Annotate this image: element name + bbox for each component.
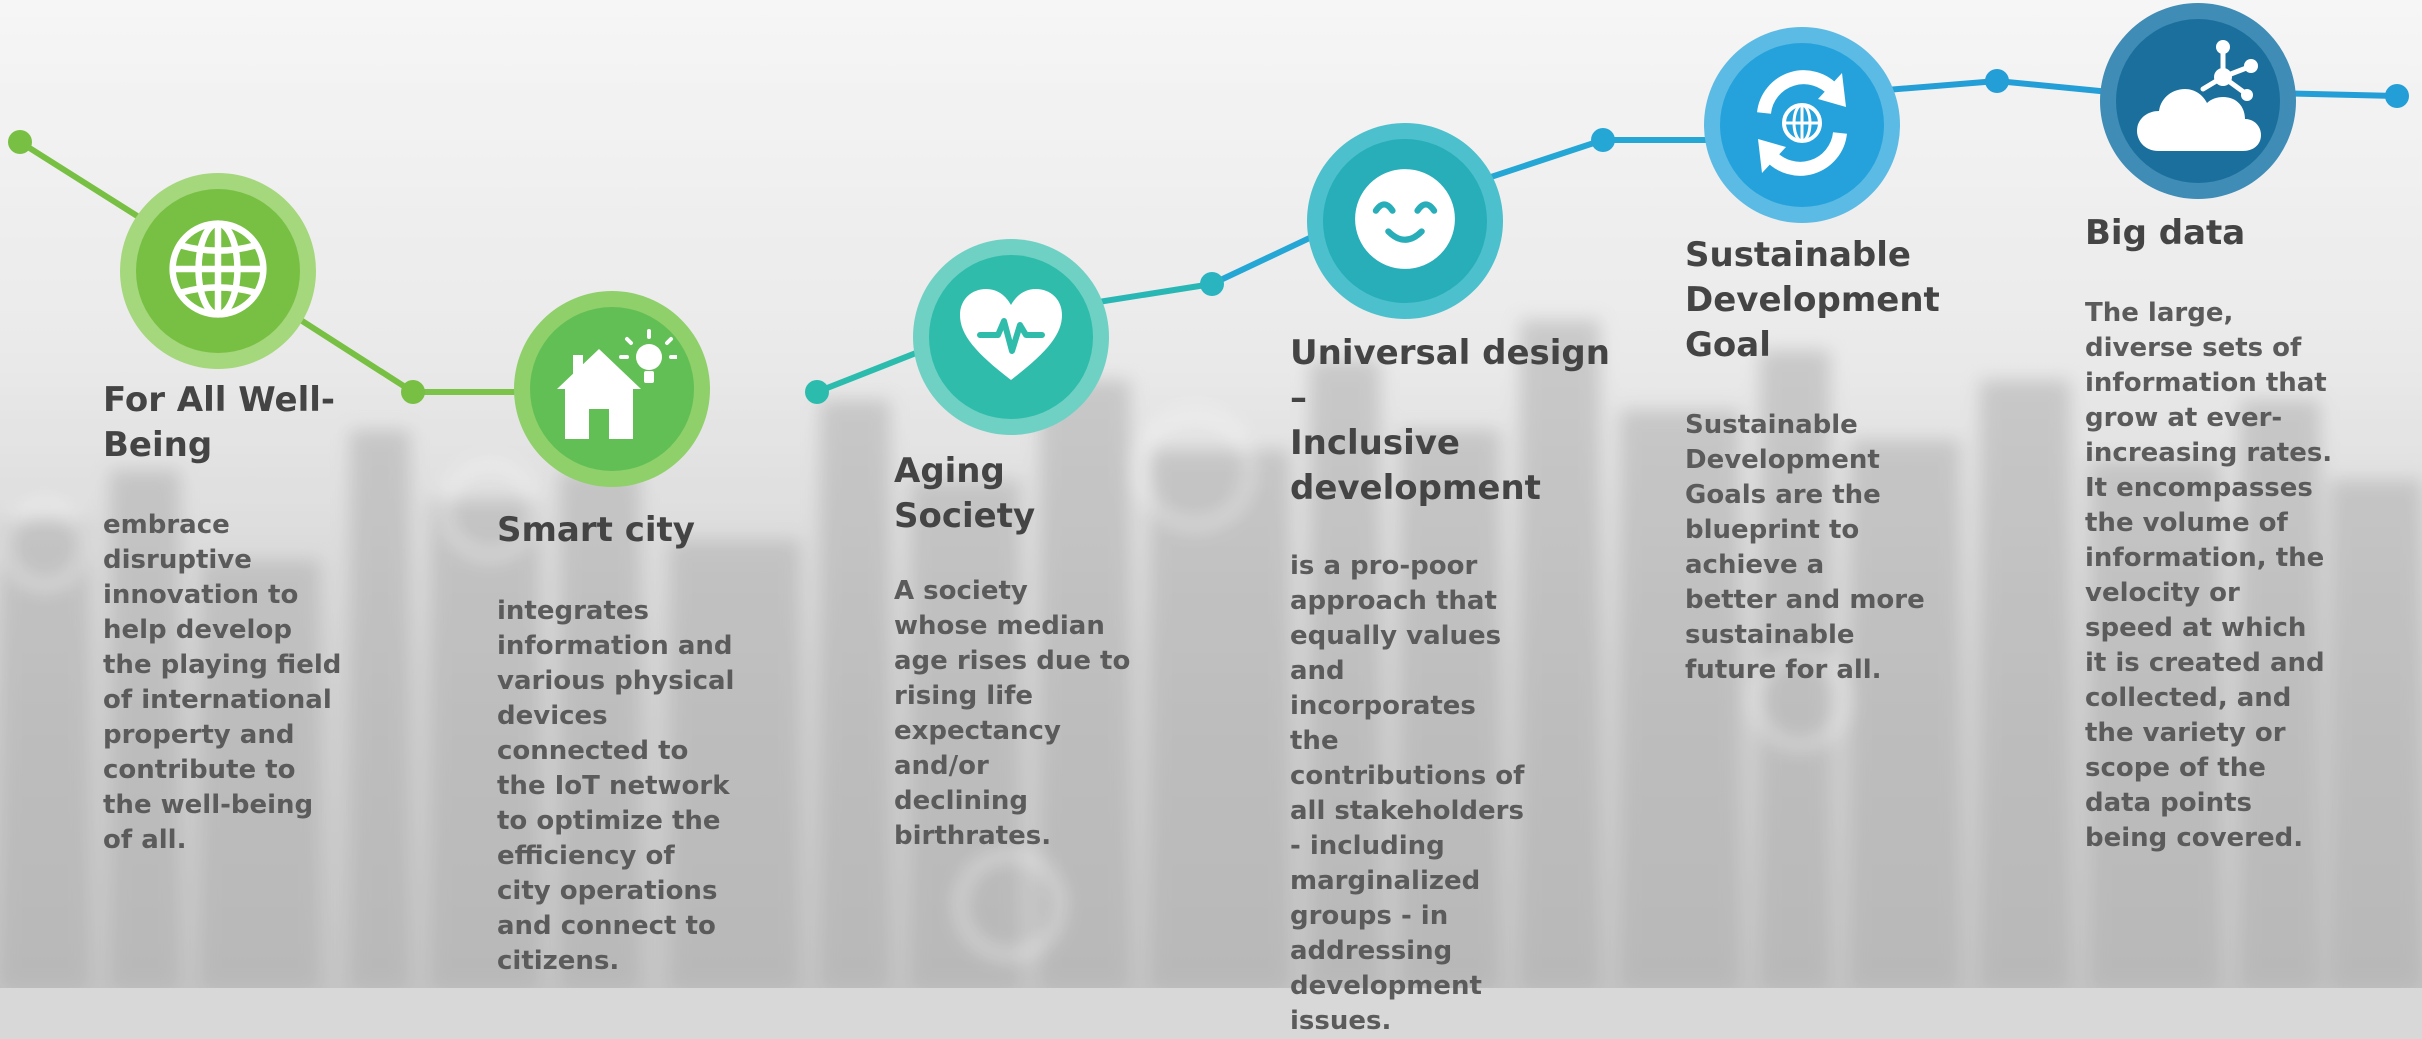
globe-node — [120, 173, 316, 369]
step-card-for-all-well-being: For All Well- Being embrace disruptive i… — [103, 378, 403, 858]
step-title: Smart city — [497, 510, 695, 550]
step-description: A society whose median age rises due to … — [894, 576, 1131, 851]
step-title: Sustainable Development Goal — [1685, 235, 1940, 365]
step-description: The large, diverse sets of information t… — [2085, 298, 2333, 853]
heart-pulse-icon — [956, 285, 1066, 389]
step-card-smart-city: Smart city integrates information and va… — [497, 508, 797, 979]
step-description: embrace disruptive innovation to help de… — [103, 510, 342, 855]
step-title: Universal design – Inclusive development — [1290, 333, 1610, 508]
step-card-sustainable-development-goal: Sustainable Development Goal Sustainable… — [1685, 233, 2005, 688]
timeline-dot — [805, 380, 829, 404]
step-card-aging-society: Aging Society A society whose median age… — [894, 449, 1194, 854]
timeline-dot — [401, 380, 425, 404]
step-card-universal-design: Universal design – Inclusive development… — [1290, 331, 1630, 1039]
timeline-dot — [8, 130, 32, 154]
cloud-network-icon — [2133, 39, 2263, 163]
step-title: Big data — [2085, 213, 2246, 253]
globe-cycle-icon — [1742, 63, 1862, 187]
smiley-node — [1307, 123, 1503, 319]
globe-icon — [164, 215, 272, 327]
smart-home-node — [514, 291, 710, 487]
timeline-dot — [1200, 272, 1224, 296]
city-background — [0, 0, 2422, 988]
smart-home-icon — [547, 327, 679, 451]
step-card-big-data: Big data The large, diverse sets of info… — [2085, 211, 2395, 856]
step-description: Sustainable Development Goals are the bl… — [1685, 410, 1925, 685]
step-description: is a pro-poor approach that equally valu… — [1290, 551, 1525, 1036]
step-title: For All Well- Being — [103, 380, 336, 465]
globe-cycle-node — [1704, 27, 1900, 223]
heart-pulse-node — [913, 239, 1109, 435]
timeline-dot — [1985, 69, 2009, 93]
cloud-network-node — [2100, 3, 2296, 199]
smiley-icon — [1353, 167, 1457, 275]
timeline-dot — [1591, 128, 1615, 152]
timeline-dot — [2385, 84, 2409, 108]
step-description: integrates information and various physi… — [497, 596, 735, 976]
step-title: Aging Society — [894, 451, 1036, 536]
